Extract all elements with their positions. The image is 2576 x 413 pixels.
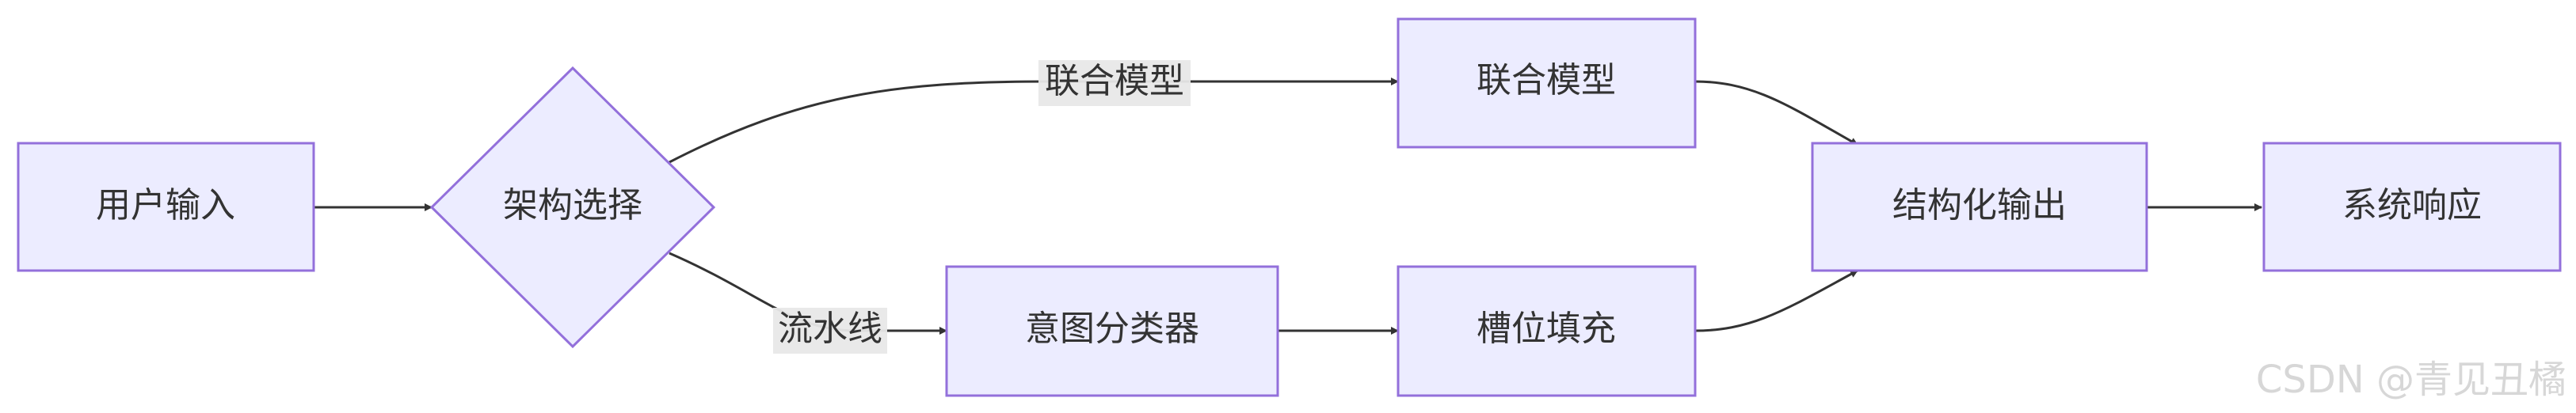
node-arch-select: 架构选择 bbox=[429, 66, 716, 349]
node-slot-filling-label: 槽位填充 bbox=[1477, 309, 1616, 349]
node-joint-model: 联合模型 bbox=[1397, 17, 1697, 149]
edge-arch-select-to-joint-model bbox=[669, 78, 1399, 164]
node-structured-output: 结构化输出 bbox=[1811, 142, 2148, 272]
node-system-response-label: 系统响应 bbox=[2342, 185, 2482, 225]
edge-slot-filling-to-structured-output bbox=[1694, 269, 1858, 332]
edge-label-pipeline-text: 流水线 bbox=[778, 309, 882, 349]
edge-label-pipeline: 流水线 bbox=[773, 308, 887, 354]
node-structured-output-label: 结构化输出 bbox=[1892, 185, 2067, 225]
node-slot-filling: 槽位填充 bbox=[1397, 265, 1697, 397]
edge-joint-model-to-structured-output bbox=[1694, 80, 1858, 146]
watermark: CSDN @青见丑橘 bbox=[2256, 358, 2566, 402]
node-system-response: 系统响应 bbox=[2262, 142, 2562, 272]
node-intent-classifier-label: 意图分类器 bbox=[1025, 309, 1199, 349]
node-arch-select-label: 架构选择 bbox=[503, 185, 642, 225]
node-intent-classifier: 意图分类器 bbox=[945, 265, 1279, 397]
edge-label-joint-text: 联合模型 bbox=[1045, 61, 1184, 101]
edge-label-joint: 联合模型 bbox=[1038, 60, 1191, 106]
node-joint-model-label: 联合模型 bbox=[1477, 60, 1616, 100]
node-user-input: 用户输入 bbox=[17, 142, 315, 272]
node-user-input-label: 用户输入 bbox=[96, 185, 235, 225]
